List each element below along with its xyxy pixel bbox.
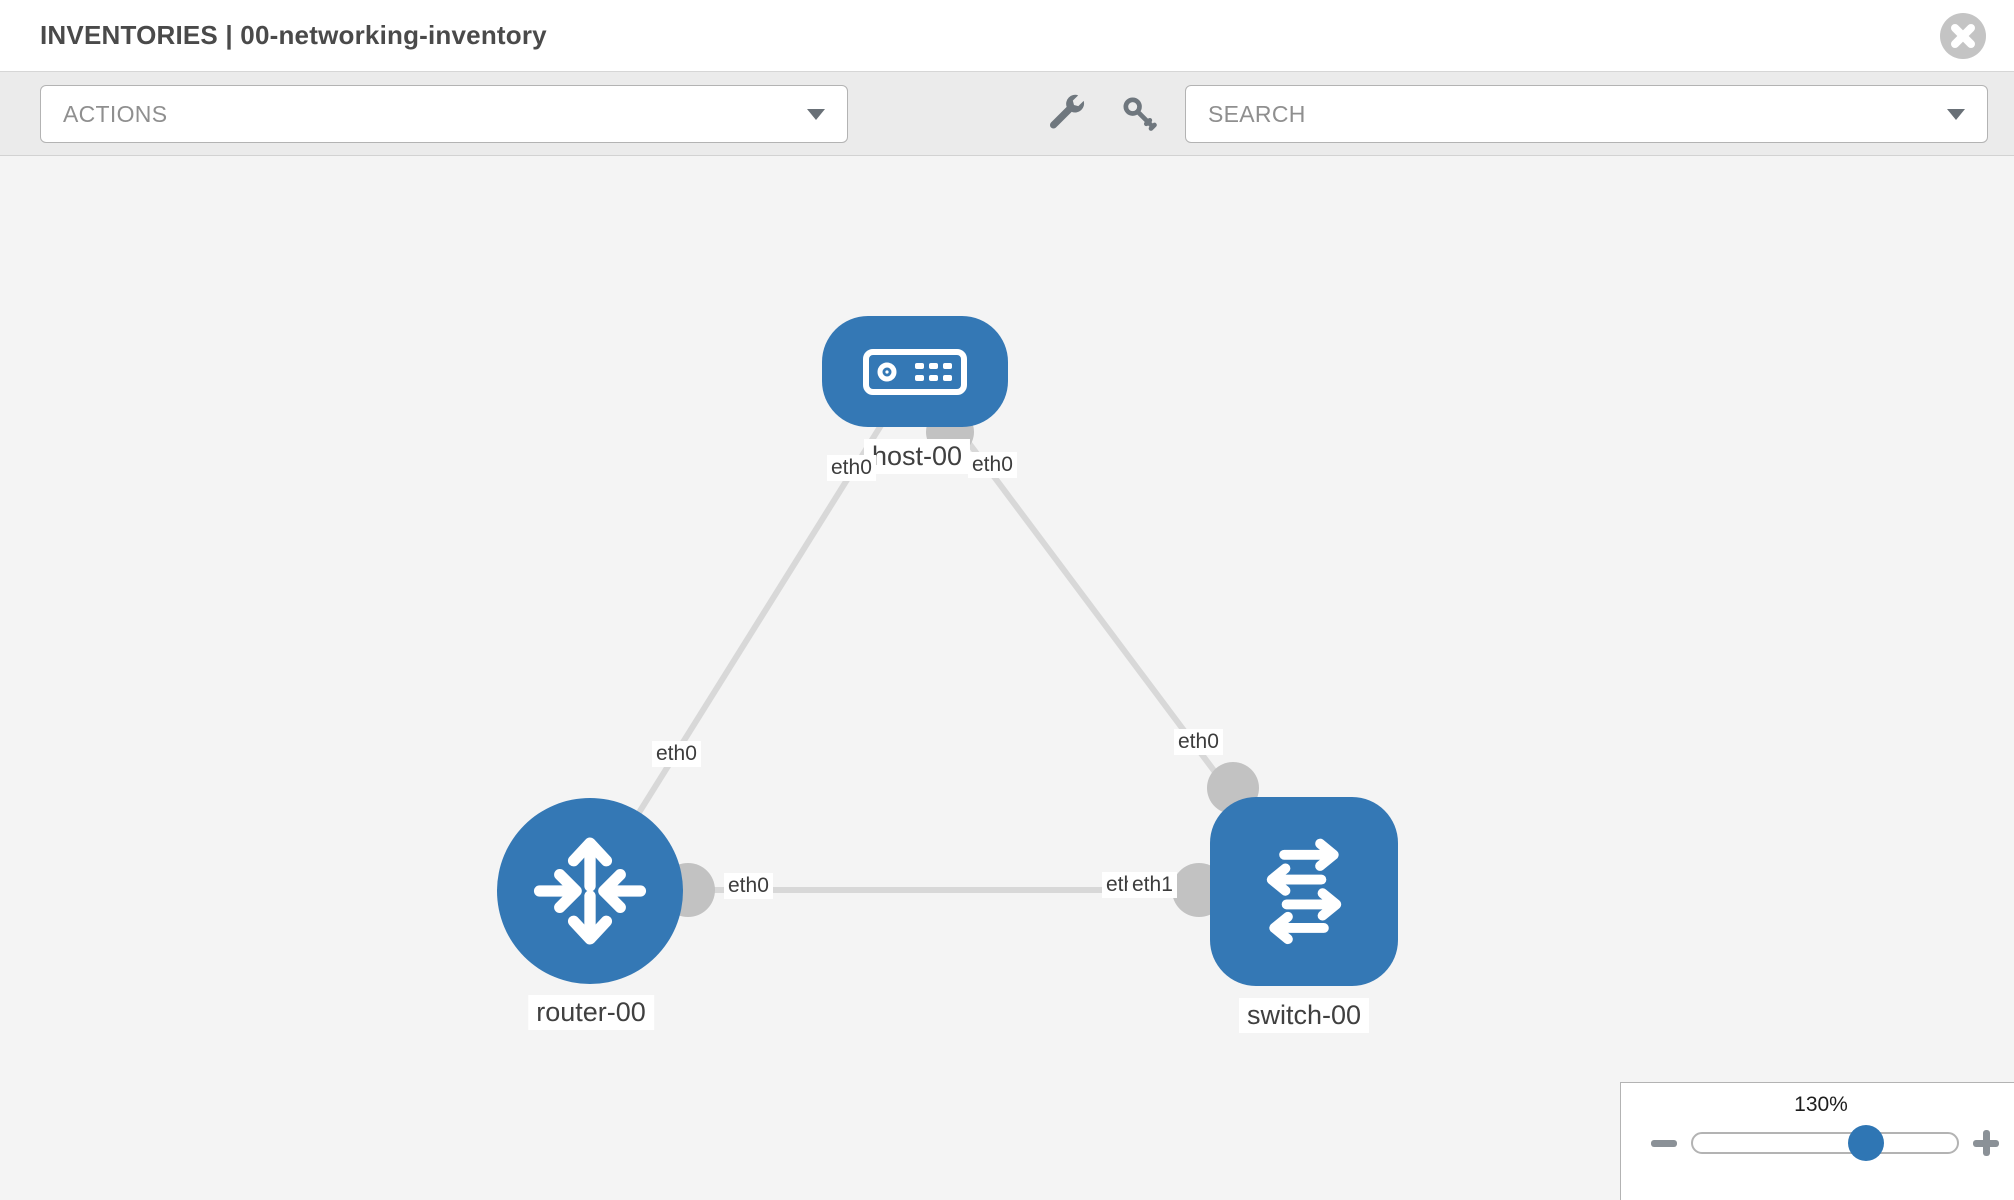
zoom-slider[interactable] (1691, 1125, 1959, 1161)
close-button[interactable] (1940, 13, 1986, 59)
actions-dropdown[interactable]: ACTIONS (40, 85, 848, 143)
configure-button[interactable] (1044, 92, 1088, 136)
zoom-in-button[interactable] (1971, 1128, 2001, 1158)
topology-canvas[interactable]: host-00 router-00 switch-00 eth0 eth0 et… (0, 156, 2014, 1200)
node-host-00[interactable] (822, 316, 1008, 427)
page-title: INVENTORIES | 00-networking-inventory (40, 20, 547, 50)
toolbar: ACTIONS SEARCH (0, 72, 2014, 156)
switch-icon (1266, 838, 1342, 944)
chevron-down-icon (1947, 109, 1965, 120)
interface-label-router-eth0: eth0 (724, 873, 773, 899)
key-icon (1123, 97, 1157, 131)
interface-label-host-eth0-left: eth0 (827, 455, 876, 481)
interface-label-switch-eth0: eth0 (1174, 729, 1223, 755)
node-label-host-00: host-00 (863, 439, 971, 474)
search-dropdown-label: SEARCH (1208, 100, 1306, 127)
search-dropdown[interactable]: SEARCH (1185, 85, 1988, 143)
node-router-00[interactable] (497, 798, 683, 984)
actions-dropdown-label: ACTIONS (63, 100, 168, 127)
minus-icon (1651, 1140, 1677, 1147)
interface-label-switch-eth1: eth1 (1128, 872, 1177, 898)
plus-icon-vbar (1982, 1130, 1990, 1156)
node-switch-00[interactable] (1210, 797, 1398, 986)
chevron-down-icon (807, 109, 825, 120)
host-icon (863, 348, 967, 395)
zoom-out-button[interactable] (1649, 1128, 1679, 1158)
node-label-router-00: router-00 (528, 995, 654, 1030)
interface-label-router-eth0-uplink: eth0 (652, 741, 701, 767)
breadcrumb-header: INVENTORIES | 00-networking-inventory (0, 0, 2014, 72)
links-layer (587, 369, 1307, 917)
zoom-level-label: 130% (1794, 1093, 1848, 1116)
wrench-icon (1049, 94, 1085, 129)
zoom-slider-handle[interactable] (1848, 1125, 1884, 1161)
zoom-panel: 130% (1620, 1082, 2014, 1200)
interface-label-host-eth0-right: eth0 (968, 452, 1017, 478)
close-icon (1951, 24, 1975, 48)
router-icon (533, 837, 647, 945)
credentials-button[interactable] (1118, 92, 1162, 136)
node-label-switch-00: switch-00 (1238, 998, 1370, 1033)
